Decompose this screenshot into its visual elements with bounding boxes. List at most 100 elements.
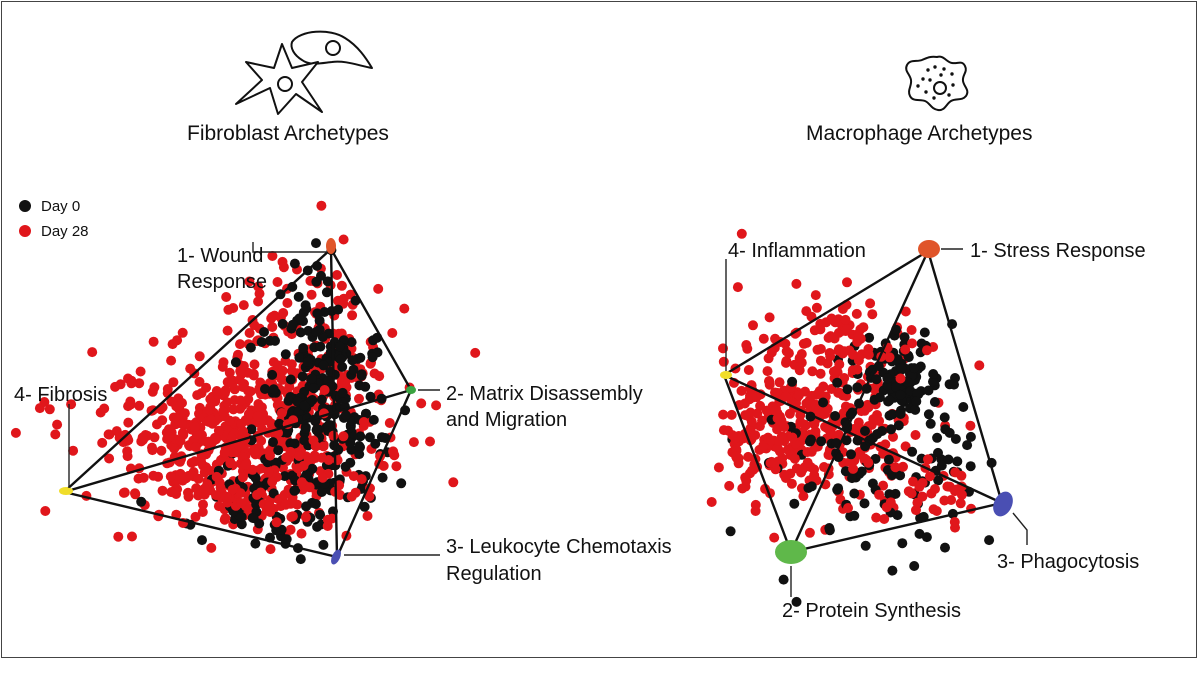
mac-day28-point <box>888 431 898 442</box>
fib-day0-point <box>356 370 367 381</box>
mac-day0-point <box>849 510 860 521</box>
fib-day28-point <box>199 483 210 494</box>
fib-day28-point <box>306 289 317 300</box>
mac-day28-point <box>942 481 953 492</box>
fib-day28-point <box>225 457 236 468</box>
mac-day0-point <box>883 454 894 465</box>
fib-day28-point <box>244 276 255 287</box>
mac-day0-point <box>909 561 920 571</box>
mac-day28-point <box>764 376 774 387</box>
mac-day28-point <box>802 457 813 468</box>
fib-day28-point <box>356 474 367 485</box>
fib-day28-point <box>319 385 330 395</box>
mac-day0-point <box>896 363 907 374</box>
legend-day28-marker <box>19 225 31 237</box>
mac-day28-point <box>769 532 780 543</box>
mac-day28-point <box>863 457 874 468</box>
fib-day28-point <box>236 498 247 509</box>
fib-day28-point <box>39 397 50 407</box>
fib-day28-point <box>300 512 311 523</box>
fib-day0-point <box>347 355 358 366</box>
fib-day0-point <box>251 499 262 510</box>
fib-day28-point <box>166 487 177 498</box>
fib-day28-point <box>294 451 305 461</box>
mac-day0-point <box>847 473 857 484</box>
fib-day0-point <box>364 432 375 443</box>
fib-day28-point <box>193 473 204 484</box>
mac-day28-point <box>923 454 933 465</box>
fib-day28-point <box>238 300 249 311</box>
fib-day28-point <box>220 385 231 396</box>
fib-day28-point <box>265 450 275 461</box>
fib-day0-point <box>315 341 326 352</box>
mac-day28-point <box>819 462 829 472</box>
fib-day28-point <box>234 374 245 385</box>
mac-day28-point <box>755 400 766 411</box>
mac-day28-point <box>718 425 729 436</box>
mac-day0-point <box>832 377 843 388</box>
fib-day28-point <box>164 431 175 442</box>
fib-day0-point <box>282 427 293 438</box>
fib-day0-point <box>290 485 301 496</box>
fib-day0-point <box>322 276 333 287</box>
fib-label-leukocyte-2: Regulation <box>446 563 542 585</box>
fib-day28-point <box>425 436 435 447</box>
fibroblast-cell-points <box>10 200 481 565</box>
fib-day28-point <box>236 418 247 429</box>
fib-day28-point <box>243 409 254 419</box>
mac-day0-point <box>923 409 934 420</box>
fib-label-fibrosis: 4- Fibrosis <box>14 384 107 406</box>
fib-day28-point <box>189 456 200 467</box>
mac-day0-point <box>965 431 976 442</box>
mac-day0-point <box>871 374 882 385</box>
fib-day28-point <box>287 366 297 377</box>
fib-day0-point <box>316 394 327 405</box>
mac-day0-point <box>933 475 944 486</box>
mac-day28-point <box>815 368 826 379</box>
fib-day28-point <box>222 325 233 336</box>
fib-day28-point <box>211 471 222 482</box>
mac-day0-point <box>884 395 895 406</box>
mac-day28-point <box>741 340 752 350</box>
fib-day28-point <box>104 453 115 464</box>
fib-day28-point <box>166 355 177 366</box>
mac-day28-point <box>780 391 791 402</box>
fib-day28-point <box>249 359 260 370</box>
fib-day28-point <box>219 447 230 458</box>
fib-day28-point <box>157 485 168 496</box>
mac-day0-point <box>778 574 789 585</box>
fib-day28-point <box>50 429 61 440</box>
fib-day0-point <box>289 258 300 269</box>
fib-vertex-fibrosis <box>59 487 73 495</box>
fib-day28-point <box>156 445 167 456</box>
mac-day28-point <box>930 484 940 494</box>
mac-day28-point <box>842 277 852 288</box>
mac-day28-point <box>804 527 815 538</box>
fib-day28-point <box>280 499 291 510</box>
fib-day0-point <box>337 387 348 398</box>
fib-day28-point <box>127 531 137 542</box>
mac-day0-point <box>907 446 918 457</box>
mac-day28-point <box>736 385 747 396</box>
fib-day28-point <box>263 467 274 478</box>
mac-day28-point <box>852 336 863 347</box>
fib-day28-point <box>240 459 251 470</box>
fib-day0-point <box>277 318 288 329</box>
fib-day28-point <box>338 234 349 245</box>
fib-day28-point <box>220 513 231 524</box>
mac-day28-point <box>794 390 804 401</box>
mac-day0-point <box>887 409 898 420</box>
fib-day0-point <box>250 538 261 549</box>
mac-label-stress: 1- Stress Response <box>970 240 1146 262</box>
fib-day28-point <box>149 432 160 443</box>
fib-day28-point <box>196 451 207 462</box>
fib-day28-point <box>175 435 186 446</box>
fib-day28-point <box>253 281 264 292</box>
fib-day28-point <box>272 277 283 287</box>
fib-day0-point <box>136 496 147 507</box>
mac-day28-point <box>898 461 908 472</box>
mac-day0-point <box>725 526 736 537</box>
fib-day0-point <box>340 410 351 421</box>
fib-day0-point <box>285 374 296 385</box>
